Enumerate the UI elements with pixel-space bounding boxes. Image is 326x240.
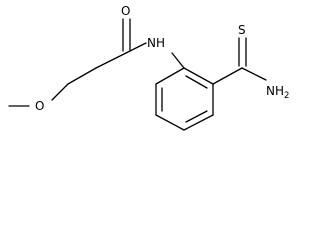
ring-inner-bond-2 bbox=[185, 110, 208, 123]
ether-oxygen-label: O bbox=[35, 99, 44, 113]
ring-inner-bond-1 bbox=[185, 75, 208, 89]
bond-carbonyl-c-nh bbox=[125, 42, 147, 54]
thioamide-subscript: 2 bbox=[284, 91, 289, 101]
bond-ring-thio-c bbox=[212, 67, 243, 85]
bond-thio-c-nh2 bbox=[241, 67, 267, 81]
amide-nh-label: NH bbox=[147, 36, 165, 50]
thio-sulfur-label: S bbox=[238, 23, 246, 37]
thioamide-nh-text: NH bbox=[266, 84, 284, 98]
ring-bond-4 bbox=[155, 114, 185, 131]
ring-bond-6 bbox=[155, 67, 185, 85]
ring-bond-1 bbox=[183, 67, 214, 85]
bond-ether-o-ch2 bbox=[51, 83, 69, 101]
bond-ch2-ch2 bbox=[67, 67, 97, 85]
bond-nh-ring bbox=[171, 52, 185, 69]
ring-bond-3 bbox=[183, 114, 214, 131]
bond-ch2-carbonyl-c bbox=[95, 52, 127, 69]
carbonyl-oxygen-label: O bbox=[121, 4, 130, 18]
thioamide-nh2-label: NH2 bbox=[266, 84, 289, 101]
chemical-structure: O NH O S NH2 bbox=[8, 4, 289, 131]
